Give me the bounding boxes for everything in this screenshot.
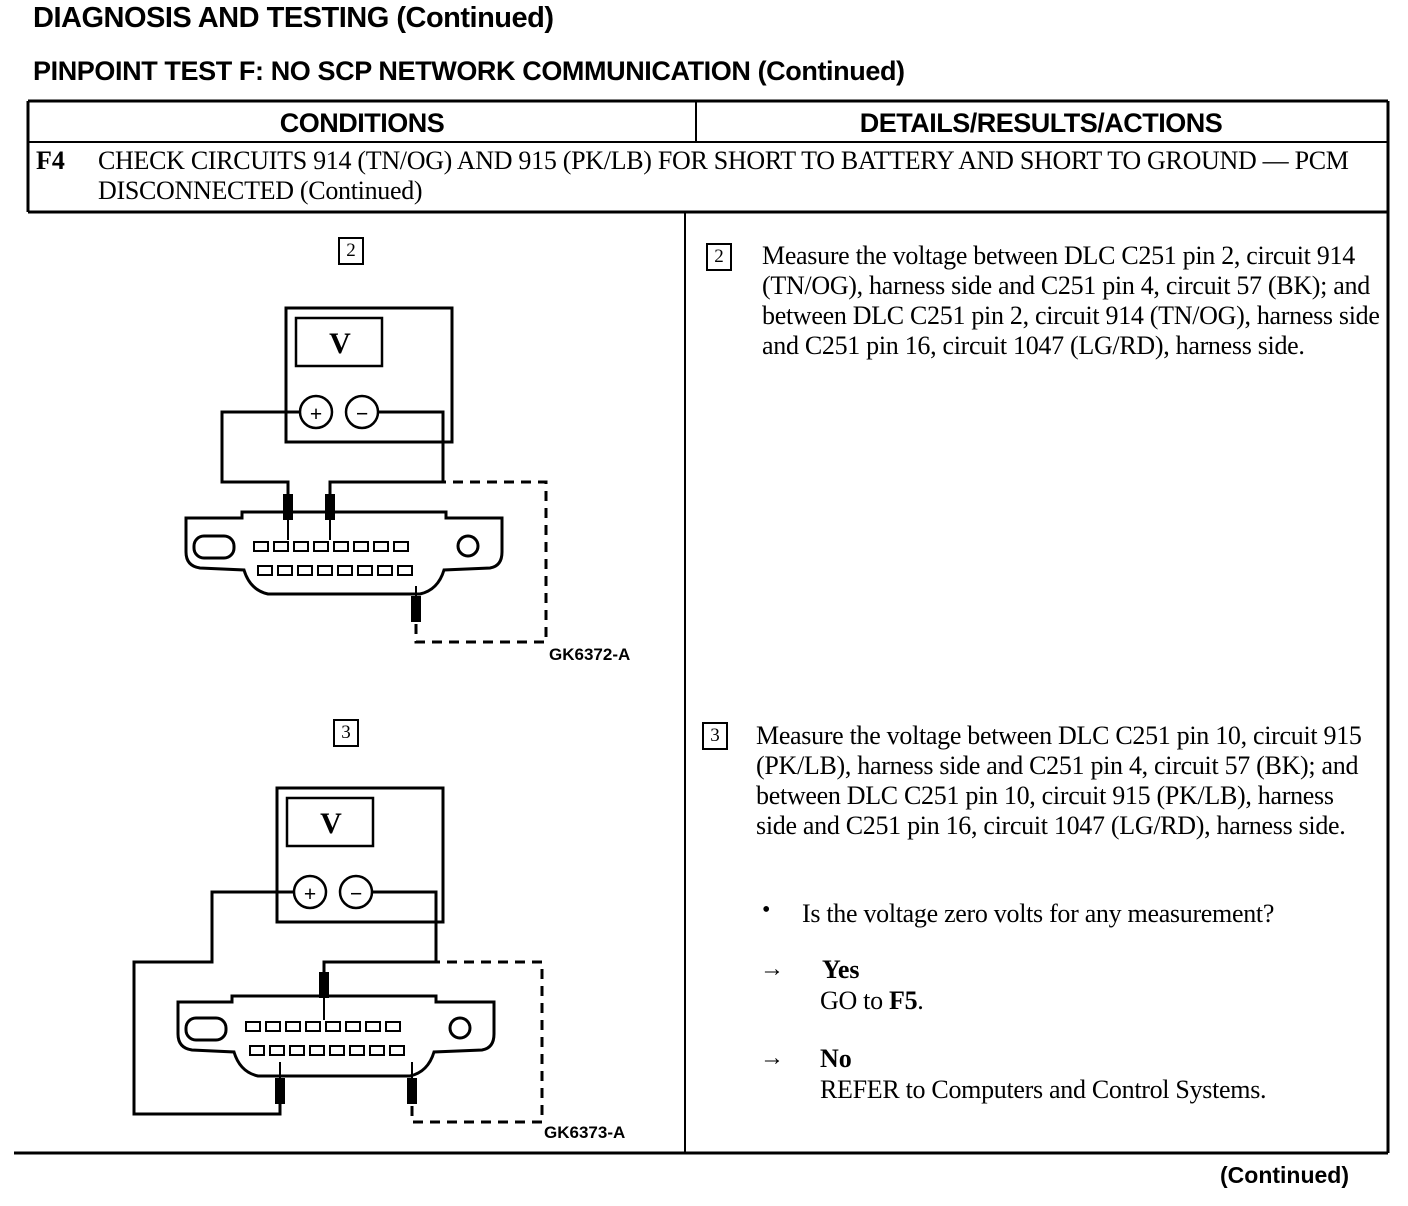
voltmeter-display xyxy=(294,316,384,368)
step-title: CHECK CIRCUITS 914 (TN/OG) AND 915 (PK/L… xyxy=(98,146,1349,205)
arrow-right-icon: → xyxy=(760,956,784,982)
answer-no-action: REFER to Computers and Control Systems. xyxy=(820,1075,1267,1104)
test-question: Is the voltage zero volts for any measur… xyxy=(802,899,1275,928)
minus-label: − xyxy=(350,881,363,906)
header-details: DETAILS/RESULTS/ACTIONS xyxy=(859,107,1223,138)
detail-step-number: 3 xyxy=(702,722,728,750)
step-id: F4 xyxy=(36,146,65,175)
continued-note: (Continued) xyxy=(1220,1162,1350,1188)
plus-label: + xyxy=(310,401,323,426)
page-subtitle: PINPOINT TEST F: NO SCP NETWORK COMMUNIC… xyxy=(33,56,905,86)
answer-yes-label: Yes xyxy=(822,955,860,984)
step3-instruction: Measure the voltage between DLC C251 pin… xyxy=(756,721,1362,840)
step2-instruction: Measure the voltage between DLC C251 pin… xyxy=(762,241,1380,360)
bullet-icon: • xyxy=(762,897,771,923)
voltmeter-label: V xyxy=(329,327,351,360)
dlc-voltmeter-diagram: V + − xyxy=(132,786,544,1124)
plus-label: + xyxy=(304,881,317,906)
arrow-right-icon: → xyxy=(760,1045,784,1071)
header-conditions: CONDITIONS xyxy=(279,107,445,138)
dlc-voltmeter-diagram: V + − xyxy=(184,306,548,644)
figure-code: GK6372-A xyxy=(549,645,631,664)
voltmeter-body xyxy=(275,786,445,924)
voltmeter-display xyxy=(285,796,375,848)
figure-code: GK6373-A xyxy=(544,1123,626,1142)
figure-step-number: 3 xyxy=(333,719,359,747)
page-title: DIAGNOSIS AND TESTING (Continued) xyxy=(33,2,554,34)
minus-label: − xyxy=(356,401,369,426)
detail-step-number: 2 xyxy=(706,243,732,271)
answer-no-label: No xyxy=(820,1044,852,1073)
answer-yes-action: GO to F5. xyxy=(820,986,924,1015)
voltmeter-label: V xyxy=(320,807,342,840)
voltmeter-body xyxy=(284,306,454,444)
figure-step-number: 2 xyxy=(338,237,364,265)
